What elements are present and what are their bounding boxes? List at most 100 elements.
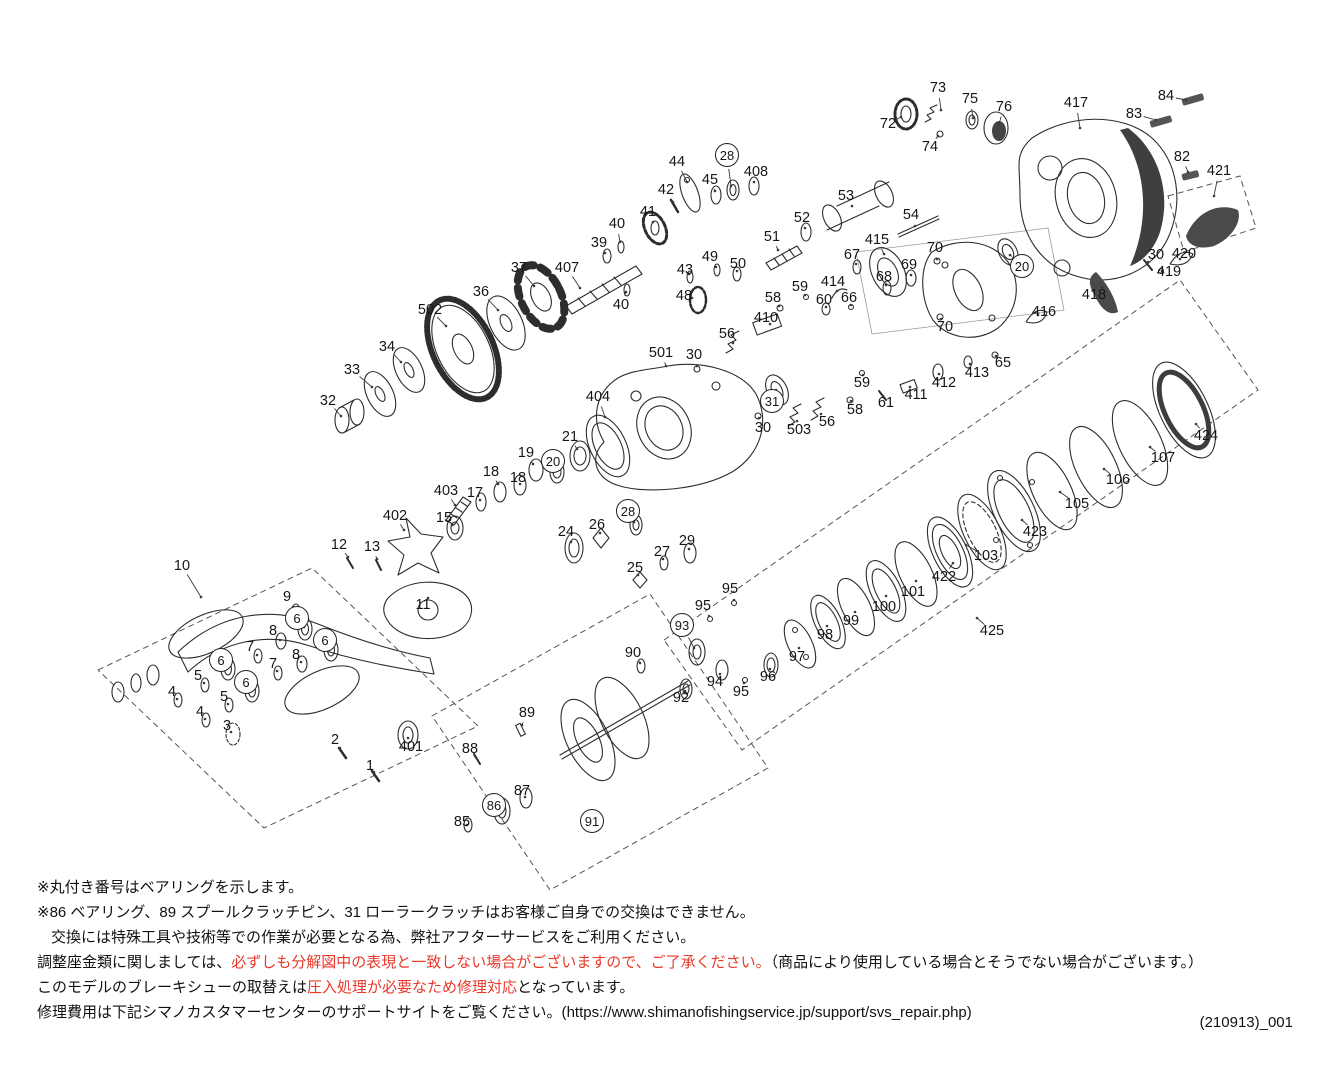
part-label-412: 412 (931, 374, 957, 391)
part-label-424: 424 (1193, 427, 1219, 444)
part-label-9: 9 (282, 588, 292, 605)
part-label-61: 61 (877, 394, 895, 411)
part-label-24: 24 (557, 523, 575, 540)
part-label-501: 501 (648, 344, 674, 361)
part-label-32: 32 (319, 392, 337, 409)
note-repair-suffix: ) (966, 1004, 972, 1021)
note-no-self-replace: ※86 ベアリング、89 スプールクラッチピン、31 ローラークラッチはお客様ご… (37, 904, 755, 921)
part-label-103: 103 (973, 547, 999, 564)
part-label-34: 34 (378, 338, 396, 355)
part-label-90: 90 (624, 644, 642, 661)
notes-block: ※丸付き番号はベアリングを示します。 ※86 ベアリング、89 スプールクラッチ… (37, 880, 1203, 1030)
part-label-84: 84 (1157, 87, 1175, 104)
part-label-6: 6 (313, 628, 337, 652)
part-label-60: 60 (815, 291, 833, 308)
part-label-411: 411 (904, 386, 928, 403)
part-label-502: 502 (417, 301, 443, 318)
note-washer-warning: 必ずしも分解図中の表現と一致しない場合がございますので、ご了承ください。 (231, 954, 771, 971)
part-label-73: 73 (929, 79, 947, 96)
note-brake-suffix: となっています。 (517, 979, 635, 996)
part-label-11: 11 (415, 596, 431, 613)
part-label-87: 87 (513, 782, 531, 799)
note-brake-shoe: このモデルのブレーキシューの取替えは圧入処理が必要なため修理対応となっています。 (37, 980, 1203, 995)
part-label-92: 92 (672, 689, 690, 706)
part-label-82: 82 (1173, 148, 1191, 165)
part-label-413: 413 (964, 364, 990, 381)
part-label-7: 7 (245, 638, 255, 655)
part-label-93: 93 (670, 613, 694, 637)
part-label-94: 94 (706, 673, 724, 690)
part-label-20: 20 (1010, 254, 1034, 278)
part-label-30: 30 (1147, 246, 1165, 263)
part-label-420: 420 (1171, 245, 1197, 262)
brake-unit-drawing (679, 361, 1216, 700)
part-label-91: 91 (580, 809, 604, 833)
part-label-53: 53 (837, 187, 855, 204)
part-label-6: 6 (285, 606, 309, 630)
part-label-51: 51 (763, 228, 781, 245)
part-label-107: 107 (1150, 449, 1176, 466)
part-label-45: 45 (701, 171, 719, 188)
part-label-40: 40 (612, 296, 630, 313)
part-label-89: 89 (518, 704, 536, 721)
part-label-421: 421 (1206, 162, 1232, 179)
part-label-42: 42 (657, 181, 675, 198)
part-label-5: 5 (193, 667, 203, 684)
part-label-1: 1 (365, 757, 375, 774)
part-label-72: 72 (879, 115, 897, 132)
part-label-99: 99 (842, 612, 860, 629)
part-label-74: 74 (921, 138, 939, 155)
part-label-66: 66 (840, 289, 858, 306)
part-label-101: 101 (900, 583, 926, 600)
part-label-20: 20 (541, 449, 565, 473)
part-label-417: 417 (1063, 94, 1089, 111)
part-label-12: 12 (330, 536, 348, 553)
part-label-70: 70 (926, 239, 944, 256)
part-label-15: 15 (435, 509, 453, 526)
part-label-33: 33 (343, 361, 361, 378)
part-label-59: 59 (791, 278, 809, 295)
note-bearing-legend: ※丸付き番号はベアリングを示します。 (37, 879, 304, 896)
part-label-425: 425 (979, 622, 1005, 639)
part-label-401: 401 (398, 738, 424, 755)
part-label-68: 68 (875, 268, 893, 285)
pinion-shaft-drawing (765, 180, 940, 271)
part-label-19: 19 (517, 444, 535, 461)
repair-url-link[interactable]: https://www.shimanofishingservice.jp/sup… (566, 1004, 967, 1021)
part-label-4: 4 (195, 703, 205, 720)
part-label-422: 422 (931, 568, 957, 585)
note-washer: 調整座金類に関しましては、必ずしも分解図中の表現と一致しない場合がございますので… (37, 955, 1203, 970)
part-label-30: 30 (754, 419, 772, 436)
note-washer-prefix: 調整座金類に関しましては、 (37, 954, 232, 971)
part-label-408: 408 (743, 163, 769, 180)
part-label-54: 54 (902, 206, 920, 223)
part-label-86: 86 (482, 793, 506, 817)
part-label-25: 25 (626, 559, 644, 576)
part-label-106: 106 (1105, 471, 1131, 488)
part-label-95: 95 (732, 683, 750, 700)
part-label-415: 415 (864, 231, 890, 248)
note-washer-suffix: （商品により使用している場合とそうでない場合がございます。） (770, 954, 1203, 971)
part-label-503: 503 (786, 421, 812, 438)
note-repair-fee: 修理費用は下記シマノカスタマーセンターのサポートサイトをご覧ください。(http… (37, 1005, 1203, 1020)
part-label-18: 18 (482, 463, 500, 480)
part-label-13: 13 (363, 538, 381, 555)
part-label-43: 43 (676, 261, 694, 278)
part-label-83: 83 (1125, 105, 1143, 122)
part-label-56: 56 (818, 413, 836, 430)
part-label-3: 3 (222, 717, 232, 734)
part-label-40: 40 (608, 215, 626, 232)
part-label-410: 410 (753, 309, 779, 326)
part-label-95: 95 (721, 580, 739, 597)
note-after-service: 交換には特殊工具や技術等での作業が必要となる為、弊社アフターサービスをご利用くだ… (51, 929, 696, 946)
part-label-58: 58 (764, 289, 782, 306)
part-label-29: 29 (678, 532, 696, 549)
part-label-402: 402 (382, 507, 408, 524)
part-label-416: 416 (1031, 303, 1057, 320)
part-label-58: 58 (846, 401, 864, 418)
part-label-95: 95 (694, 597, 712, 614)
part-label-4: 4 (167, 683, 177, 700)
part-label-70: 70 (936, 318, 954, 335)
frame-drawing (585, 363, 764, 491)
